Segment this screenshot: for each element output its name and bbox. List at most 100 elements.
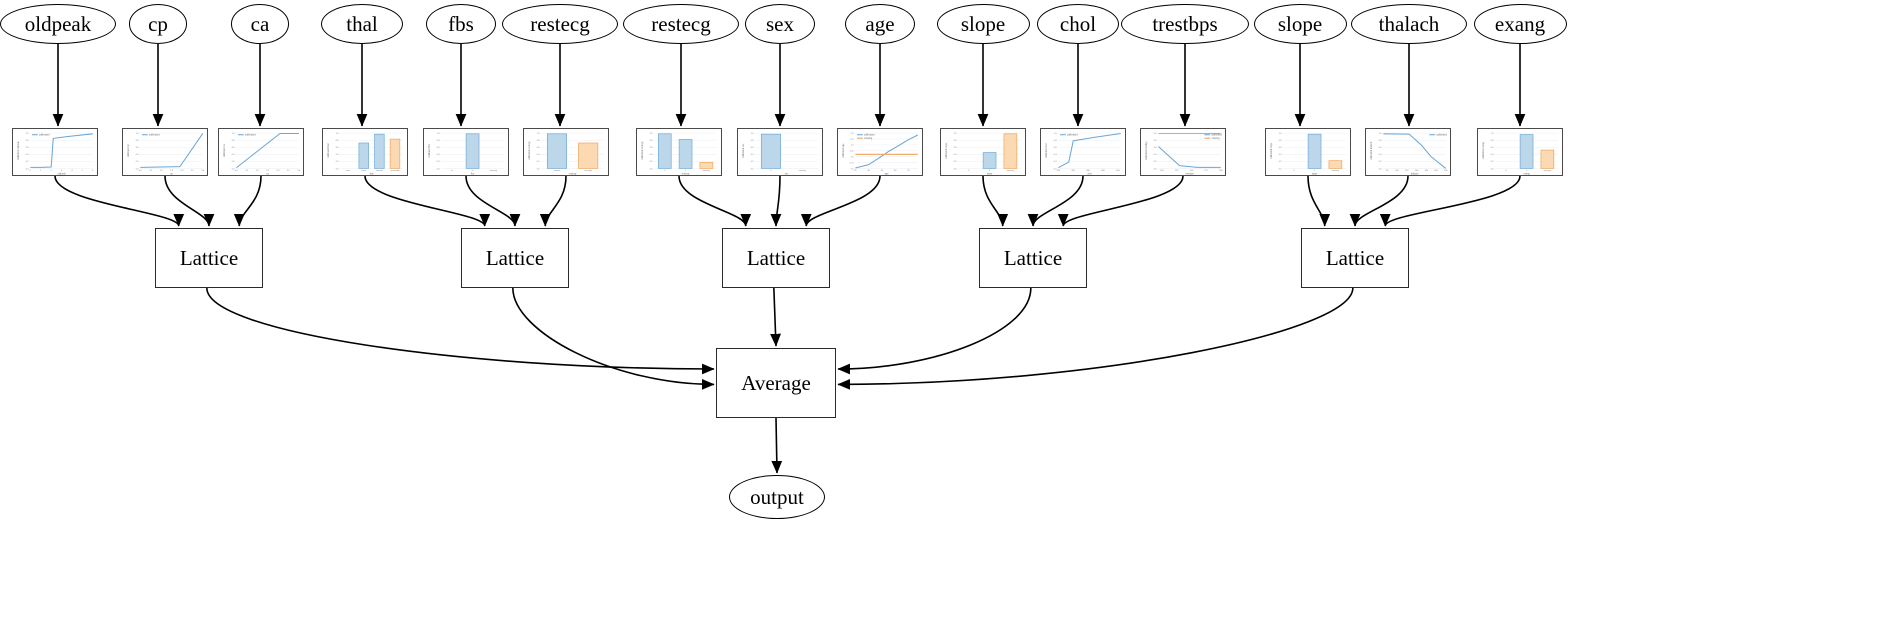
svg-text:calibrated thal: calibrated thal (327, 143, 330, 158)
svg-text:0.8: 0.8 (1379, 140, 1383, 142)
feature-node-slope-12[interactable]: slope (1253, 4, 1347, 44)
svg-text:slope: slope (1312, 173, 1318, 175)
feature-node-restecg-6[interactable]: restecg (623, 4, 739, 44)
edge-calibrator-6-to-lattice-2 (678, 175, 752, 227)
svg-text:2.5: 2.5 (287, 170, 291, 172)
svg-text:0.6: 0.6 (1054, 147, 1058, 149)
svg-text:0.4: 0.4 (136, 154, 140, 156)
feature-node-restecg-5[interactable]: restecg (502, 4, 618, 44)
svg-text:0: 0 (664, 170, 666, 172)
feature-node-thalach-13[interactable]: thalach (1351, 4, 1467, 44)
svg-text:1: 1 (989, 170, 991, 172)
svg-text:0.6: 0.6 (26, 147, 30, 149)
svg-text:0.6: 0.6 (954, 147, 958, 149)
svg-text:0.5: 0.5 (245, 170, 249, 172)
svg-text:1.0: 1.0 (232, 133, 236, 135)
svg-text:0.4: 0.4 (232, 154, 236, 156)
average-node[interactable]: Average (716, 348, 836, 418)
edge-calibrator-3-to-lattice-1 (364, 175, 491, 227)
lattice-node-4[interactable]: Lattice (1301, 228, 1409, 288)
svg-text:lo: lo (451, 170, 453, 172)
svg-text:slope: slope (987, 173, 993, 175)
feature-node-ca-2[interactable]: ca (230, 4, 290, 44)
svg-text:0.6: 0.6 (232, 147, 236, 149)
svg-text:1.5: 1.5 (266, 170, 270, 172)
svg-text:1: 1 (40, 170, 42, 172)
svg-text:3.0: 3.0 (297, 170, 301, 172)
svg-text:70: 70 (907, 170, 910, 172)
svg-text:1.0: 1.0 (1054, 133, 1058, 135)
svg-text:restecg: restecg (569, 172, 577, 175)
svg-text:calibrated: calibrated (245, 134, 256, 137)
svg-text:0.2: 0.2 (136, 161, 140, 163)
edge-lattice-4-to-average (837, 287, 1354, 390)
feature-node-label: thalach (1378, 11, 1440, 36)
lattice-node-0[interactable]: Lattice (155, 228, 263, 288)
svg-text:0.0: 0.0 (136, 168, 140, 170)
lattice-node-1[interactable]: Lattice (461, 228, 569, 288)
svg-text:0.6: 0.6 (537, 147, 541, 149)
svg-text:calibrated slope: calibrated slope (945, 142, 948, 159)
edge-calibrator-9-to-lattice-3 (982, 175, 1009, 227)
svg-text:0: 0 (1505, 170, 1507, 172)
edge-calibrator-1-to-lattice-0 (164, 175, 215, 227)
svg-text:0.2: 0.2 (751, 161, 755, 163)
svg-text:0.4: 0.4 (537, 154, 541, 156)
svg-text:1.0: 1.0 (537, 133, 541, 135)
lattice-node-label: Lattice (746, 245, 806, 270)
svg-text:120: 120 (1405, 170, 1409, 172)
feature-node-age-8[interactable]: age (844, 4, 916, 44)
feature-node-label: fbs (448, 11, 474, 36)
svg-text:180: 180 (1434, 170, 1438, 172)
svg-text:missing: missing (864, 137, 873, 140)
svg-text:0.2: 0.2 (650, 161, 654, 163)
svg-text:oldpeak: oldpeak (58, 173, 67, 175)
feature-node-thal-3[interactable]: thal (321, 4, 403, 44)
svg-text:0.2: 0.2 (537, 161, 541, 163)
feature-node-sex-7[interactable]: sex (744, 4, 816, 44)
svg-text:0.4: 0.4 (26, 154, 30, 156)
feature-node-label: restecg (651, 11, 711, 36)
feature-node-fbs-4[interactable]: fbs (425, 4, 497, 44)
svg-text:80: 80 (1386, 170, 1389, 172)
feature-node-oldpeak-0[interactable]: oldpeak (0, 4, 116, 44)
lattice-node-label: Lattice (1325, 245, 1385, 270)
feature-node-cp-1[interactable]: cp (128, 4, 188, 44)
svg-text:2.0: 2.0 (276, 170, 280, 172)
svg-text:0.8: 0.8 (136, 140, 140, 142)
lattice-node-label: Lattice (1003, 245, 1063, 270)
svg-text:0.0: 0.0 (336, 168, 340, 170)
feature-node-exang-14[interactable]: exang (1473, 4, 1567, 44)
svg-text:1.0: 1.0 (1279, 133, 1283, 135)
svg-text:0.4: 0.4 (751, 154, 755, 156)
svg-text:missing: missing (1544, 170, 1552, 172)
svg-text:200: 200 (1071, 170, 1075, 172)
lattice-node-2[interactable]: Lattice (722, 228, 830, 288)
svg-text:cp: cp (170, 173, 173, 175)
output-node[interactable]: output (729, 475, 825, 519)
feature-node-trestbps-11[interactable]: trestbps (1121, 4, 1249, 44)
feature-node-slope-9[interactable]: slope (936, 4, 1030, 44)
edge-calibrator-2-to-lattice-0 (233, 175, 262, 227)
lattice-node-3[interactable]: Lattice (979, 228, 1087, 288)
svg-text:0.6: 0.6 (1379, 147, 1383, 149)
svg-text:0.8: 0.8 (1491, 140, 1495, 142)
feature-node-chol-10[interactable]: chol (1037, 4, 1119, 44)
edge-lattice-2-to-average (770, 287, 781, 347)
svg-text:0.8: 0.8 (26, 140, 30, 142)
